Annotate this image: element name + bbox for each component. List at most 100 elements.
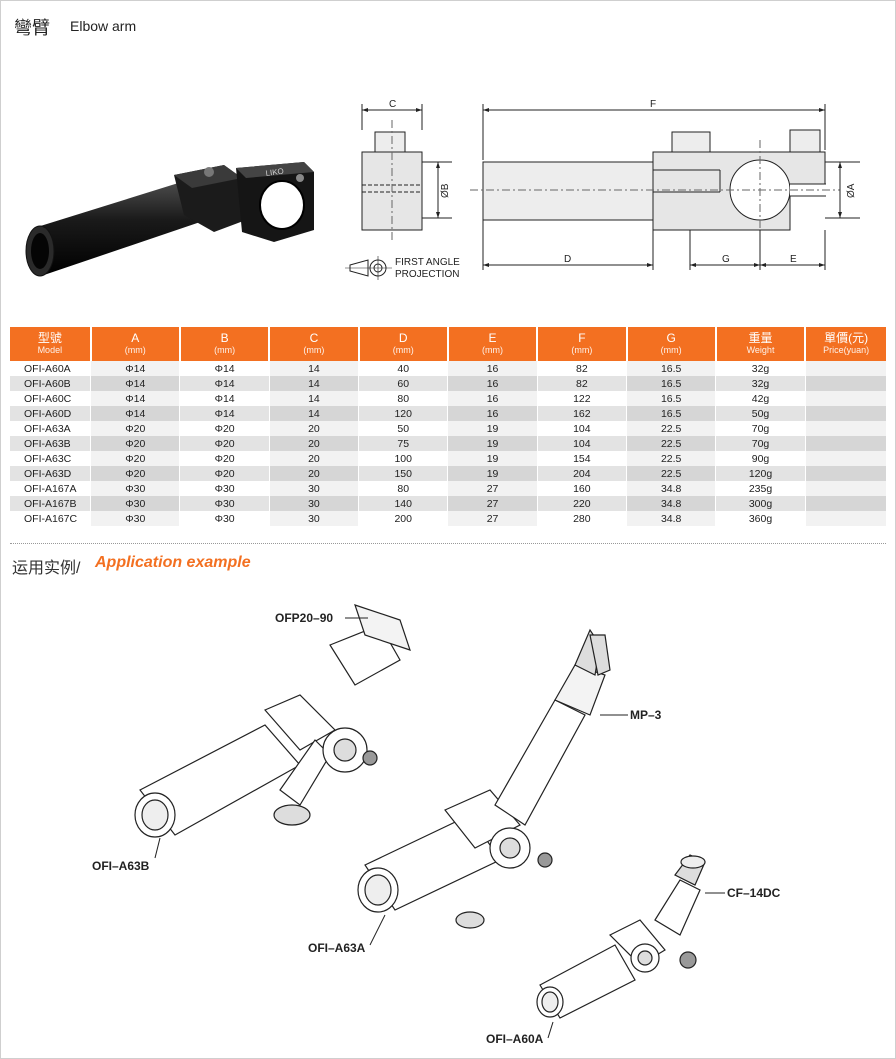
cell-c: 20: [269, 466, 360, 481]
cell-model: OFI-A63A: [10, 421, 92, 436]
cell-g: 22.5: [626, 451, 717, 466]
col-header-g: G(mm): [626, 327, 717, 361]
cell-b: Φ14: [179, 391, 270, 406]
cell-e: 19: [447, 436, 538, 451]
cell-model: OFI-A60C: [10, 391, 92, 406]
cell-b: Φ30: [179, 496, 270, 511]
projection-line-1: FIRST ANGLE: [395, 257, 460, 268]
cell-d: 80: [358, 391, 449, 406]
col-header-f: F(mm): [537, 327, 628, 361]
cell-model: OFI-A167C: [10, 511, 92, 526]
cell-c: 30: [269, 481, 360, 496]
projection-line-2: PROJECTION: [395, 269, 459, 280]
col-header-c: C(mm): [269, 327, 360, 361]
cell-d: 80: [358, 481, 449, 496]
cell-weight: 90g: [715, 451, 806, 466]
application-title-zh: 运用实例/: [12, 560, 81, 577]
cell-price: [805, 466, 886, 481]
cell-a: Φ20: [90, 436, 181, 451]
cell-price: [805, 361, 886, 376]
cell-c: 14: [269, 391, 360, 406]
label-ofi-a63a: OFI–A63A: [308, 941, 366, 955]
label-ofi-a60a: OFI–A60A: [486, 1032, 544, 1046]
cell-g: 22.5: [626, 466, 717, 481]
cell-b: Φ14: [179, 376, 270, 391]
dim-g-label: G: [722, 254, 730, 265]
cell-b: Φ20: [179, 451, 270, 466]
cell-a: Φ20: [90, 466, 181, 481]
cell-f: 162: [537, 406, 628, 421]
cell-model: OFI-A60A: [10, 361, 92, 376]
cell-weight: 235g: [715, 481, 806, 496]
cell-a: Φ14: [90, 406, 181, 421]
section-divider: [10, 543, 886, 544]
cell-d: 200: [358, 511, 449, 526]
cell-d: 60: [358, 376, 449, 391]
cell-weight: 300g: [715, 496, 806, 511]
cell-g: 16.5: [626, 406, 717, 421]
first-angle-projection-symbol: FIRST ANGLE PROJECTION: [345, 256, 460, 280]
cell-c: 30: [269, 496, 360, 511]
cell-d: 75: [358, 436, 449, 451]
cell-f: 204: [537, 466, 628, 481]
cell-a: Φ14: [90, 376, 181, 391]
assembly-ofi-a60a: [536, 854, 706, 1019]
cell-g: 34.8: [626, 511, 717, 526]
page-title-zh: 彎臂: [14, 18, 50, 38]
application-illustration: OFP20–90 OFI–A63B MP–3 OFI–A63A CF–14DC …: [92, 604, 781, 1046]
cell-e: 19: [447, 466, 538, 481]
dim-a-label: ØA: [846, 183, 857, 198]
cell-e: 27: [447, 481, 538, 496]
cell-g: 22.5: [626, 436, 717, 451]
cell-c: 30: [269, 511, 360, 526]
cell-price: [805, 391, 886, 406]
cell-weight: 360g: [715, 511, 806, 526]
cell-weight: 32g: [715, 376, 806, 391]
dim-b-label: ØB: [440, 183, 451, 198]
col-header-d: D(mm): [358, 327, 449, 361]
assembly-ofi-a63a: [357, 628, 611, 929]
cell-a: Φ20: [90, 421, 181, 436]
cell-e: 16: [447, 376, 538, 391]
cell-model: OFI-A63B: [10, 436, 92, 451]
cell-c: 14: [269, 406, 360, 421]
cell-a: Φ14: [90, 361, 181, 376]
cell-a: Φ14: [90, 391, 181, 406]
cell-e: 16: [447, 361, 538, 376]
cell-price: [805, 451, 886, 466]
cell-model: OFI-A167A: [10, 481, 92, 496]
cell-d: 50: [358, 421, 449, 436]
label-cf-14dc: CF–14DC: [727, 886, 781, 900]
cell-g: 34.8: [626, 496, 717, 511]
side-view: C ØB: [361, 99, 452, 240]
cell-c: 20: [269, 421, 360, 436]
cell-g: 22.5: [626, 421, 717, 436]
cell-price: [805, 421, 886, 436]
cell-d: 150: [358, 466, 449, 481]
cell-f: 280: [537, 511, 628, 526]
cell-c: 14: [269, 361, 360, 376]
cell-f: 154: [537, 451, 628, 466]
cell-g: 34.8: [626, 481, 717, 496]
cell-price: [805, 481, 886, 496]
cell-weight: 70g: [715, 421, 806, 436]
page-title-en: Elbow arm: [70, 18, 137, 34]
cell-a: Φ20: [90, 451, 181, 466]
cell-f: 160: [537, 481, 628, 496]
label-mp-3: MP–3: [630, 708, 662, 722]
dim-d-label: D: [564, 254, 571, 265]
cell-d: 100: [358, 451, 449, 466]
cell-c: 20: [269, 451, 360, 466]
cell-weight: 32g: [715, 361, 806, 376]
cell-a: Φ30: [90, 496, 181, 511]
cell-c: 20: [269, 436, 360, 451]
cell-price: [805, 496, 886, 511]
